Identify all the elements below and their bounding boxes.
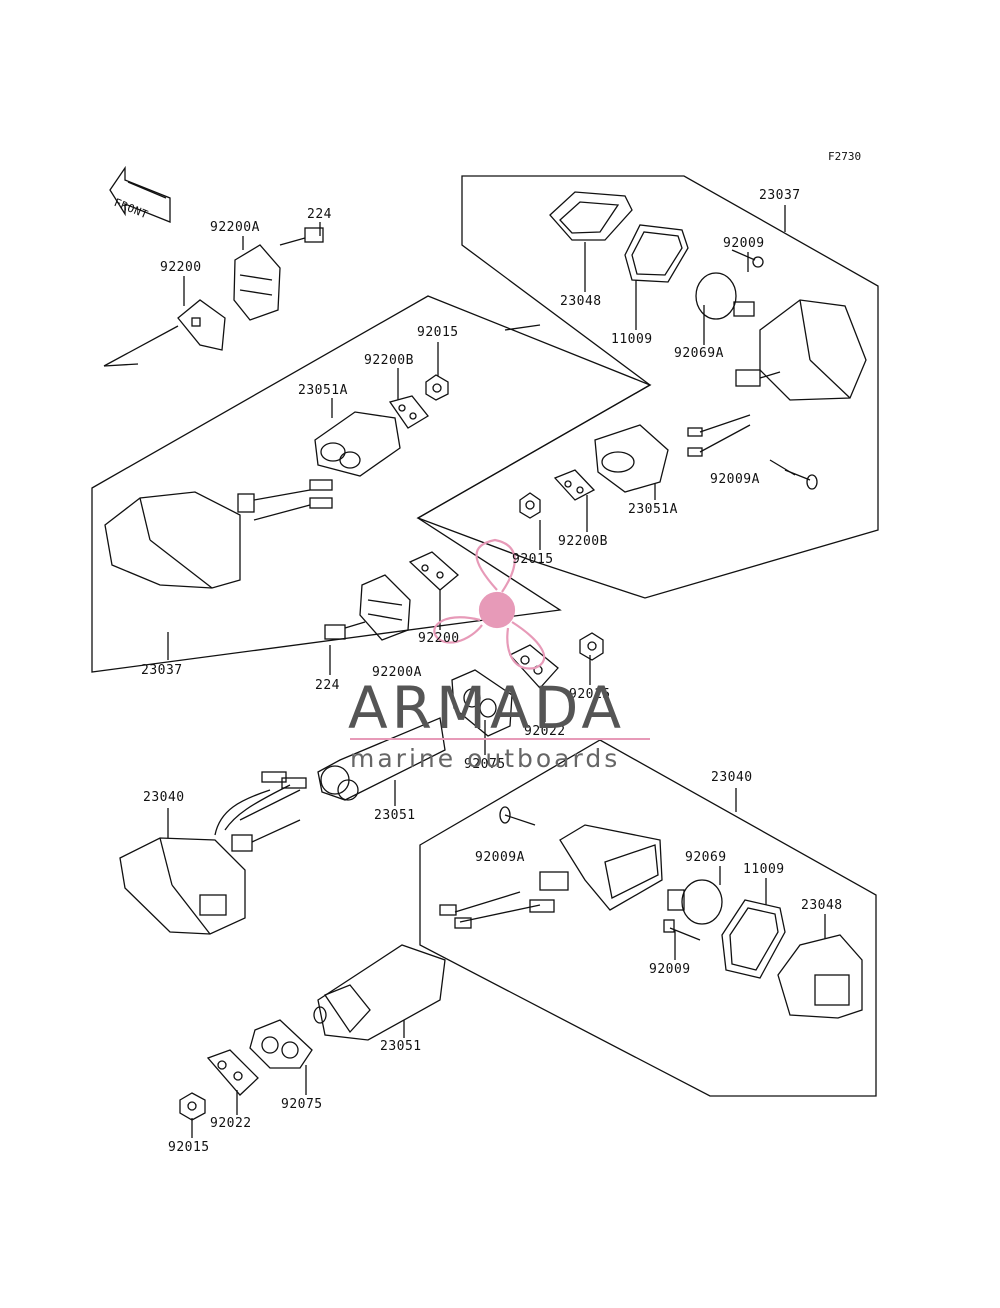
plate-92200A-center	[359, 574, 411, 641]
plate-92022-lower	[206, 1049, 259, 1096]
bolt-224-upper	[279, 227, 324, 246]
lamp-housing-rear-right	[735, 299, 867, 401]
part-label[interactable]: 92075	[464, 757, 506, 772]
part-label[interactable]: 92200B	[364, 353, 414, 368]
screw-92009-lower	[663, 919, 701, 941]
plate-92200A-upper	[233, 244, 281, 321]
leader-line	[239, 789, 301, 821]
part-label[interactable]: 92009A	[475, 850, 525, 865]
lens-23048-upper	[549, 191, 633, 241]
plate-92200B-right	[553, 469, 596, 501]
assembly-outline-rear-right	[416, 175, 879, 599]
nut-92015-right	[519, 492, 541, 519]
nut-92015-upper-left	[425, 374, 449, 401]
part-label[interactable]: 92015	[569, 687, 611, 702]
watermark-logo-icon	[433, 538, 546, 670]
leader-line	[504, 324, 541, 331]
part-label[interactable]: 23037	[759, 188, 801, 203]
part-label[interactable]: 92075	[281, 1097, 323, 1112]
watermark-divider	[350, 738, 650, 740]
stem-23051-lower	[313, 944, 446, 1041]
watermark-name: ARMADA	[348, 674, 626, 742]
part-label[interactable]: 92009	[649, 962, 691, 977]
gasket-11009-lower	[721, 899, 786, 979]
assembly-outline-front-right	[419, 739, 877, 1097]
nut-92015-center	[579, 632, 604, 661]
part-label[interactable]: 92200B	[558, 534, 608, 549]
plate-92200-center	[408, 551, 459, 591]
part-label[interactable]: 23051A	[628, 502, 678, 517]
part-label[interactable]: 92200	[418, 631, 460, 646]
part-label[interactable]: 92009	[723, 236, 765, 251]
part-label[interactable]: 23037	[141, 663, 183, 678]
bulb-92069A	[695, 272, 755, 320]
part-label[interactable]: 92069A	[674, 346, 724, 361]
part-label[interactable]: 92200A	[210, 220, 260, 235]
part-label[interactable]: 23051A	[298, 383, 348, 398]
part-label[interactable]: 92200	[160, 260, 202, 275]
part-label[interactable]: 92015	[168, 1140, 210, 1155]
screw-92009-upper	[731, 249, 764, 268]
part-label[interactable]: 92015	[417, 325, 459, 340]
part-label[interactable]: 92022	[210, 1116, 252, 1131]
part-label[interactable]: 23040	[143, 790, 185, 805]
part-label[interactable]: 224	[307, 207, 332, 222]
wire-connector-rear-right	[687, 414, 751, 457]
wire-connector-front-right	[439, 891, 555, 929]
lens-23048-lower	[777, 934, 863, 1019]
leader-line	[103, 325, 179, 367]
leader-line	[103, 363, 139, 367]
part-label[interactable]: 92009A	[710, 472, 760, 487]
part-label[interactable]: 23048	[801, 898, 843, 913]
part-label[interactable]: 23048	[560, 294, 602, 309]
grommet-92075-center	[451, 669, 513, 737]
bulb-92069	[667, 879, 723, 925]
front-arrow-icon	[109, 165, 171, 223]
part-label[interactable]: 92022	[524, 724, 566, 739]
figure-code: F2730	[828, 150, 862, 163]
nut-92015-lower	[179, 1092, 206, 1121]
bolt-224-center	[324, 621, 366, 640]
part-label[interactable]: 11009	[743, 862, 785, 877]
watermark-subtitle: marine outboards	[350, 744, 621, 773]
grommet-23051A-right	[594, 424, 669, 493]
gasket-11009-upper	[624, 224, 689, 283]
screw-92009A-upper	[784, 469, 818, 490]
part-label[interactable]: 23051	[374, 808, 416, 823]
plate-92200-upper	[177, 299, 226, 351]
screw-92009A-lower	[499, 806, 536, 826]
plate-92200B-upper-left	[388, 395, 429, 429]
part-label[interactable]: 224	[315, 678, 340, 693]
grommet-23051A-left	[314, 411, 401, 477]
part-label[interactable]: 23040	[711, 770, 753, 785]
part-label[interactable]: 92069	[685, 850, 727, 865]
grommet-92075-lower	[249, 1019, 313, 1069]
lamp-housing-front-right	[539, 824, 663, 911]
part-label[interactable]: 92015	[512, 552, 554, 567]
assembly-outline-rear-left	[91, 295, 652, 673]
lamp-housing-rear-left	[104, 479, 333, 589]
lamp-housing-front-left	[119, 771, 307, 935]
part-label[interactable]: 11009	[611, 332, 653, 347]
part-label[interactable]: 23051	[380, 1039, 422, 1054]
part-label[interactable]: 92200A	[372, 665, 422, 680]
